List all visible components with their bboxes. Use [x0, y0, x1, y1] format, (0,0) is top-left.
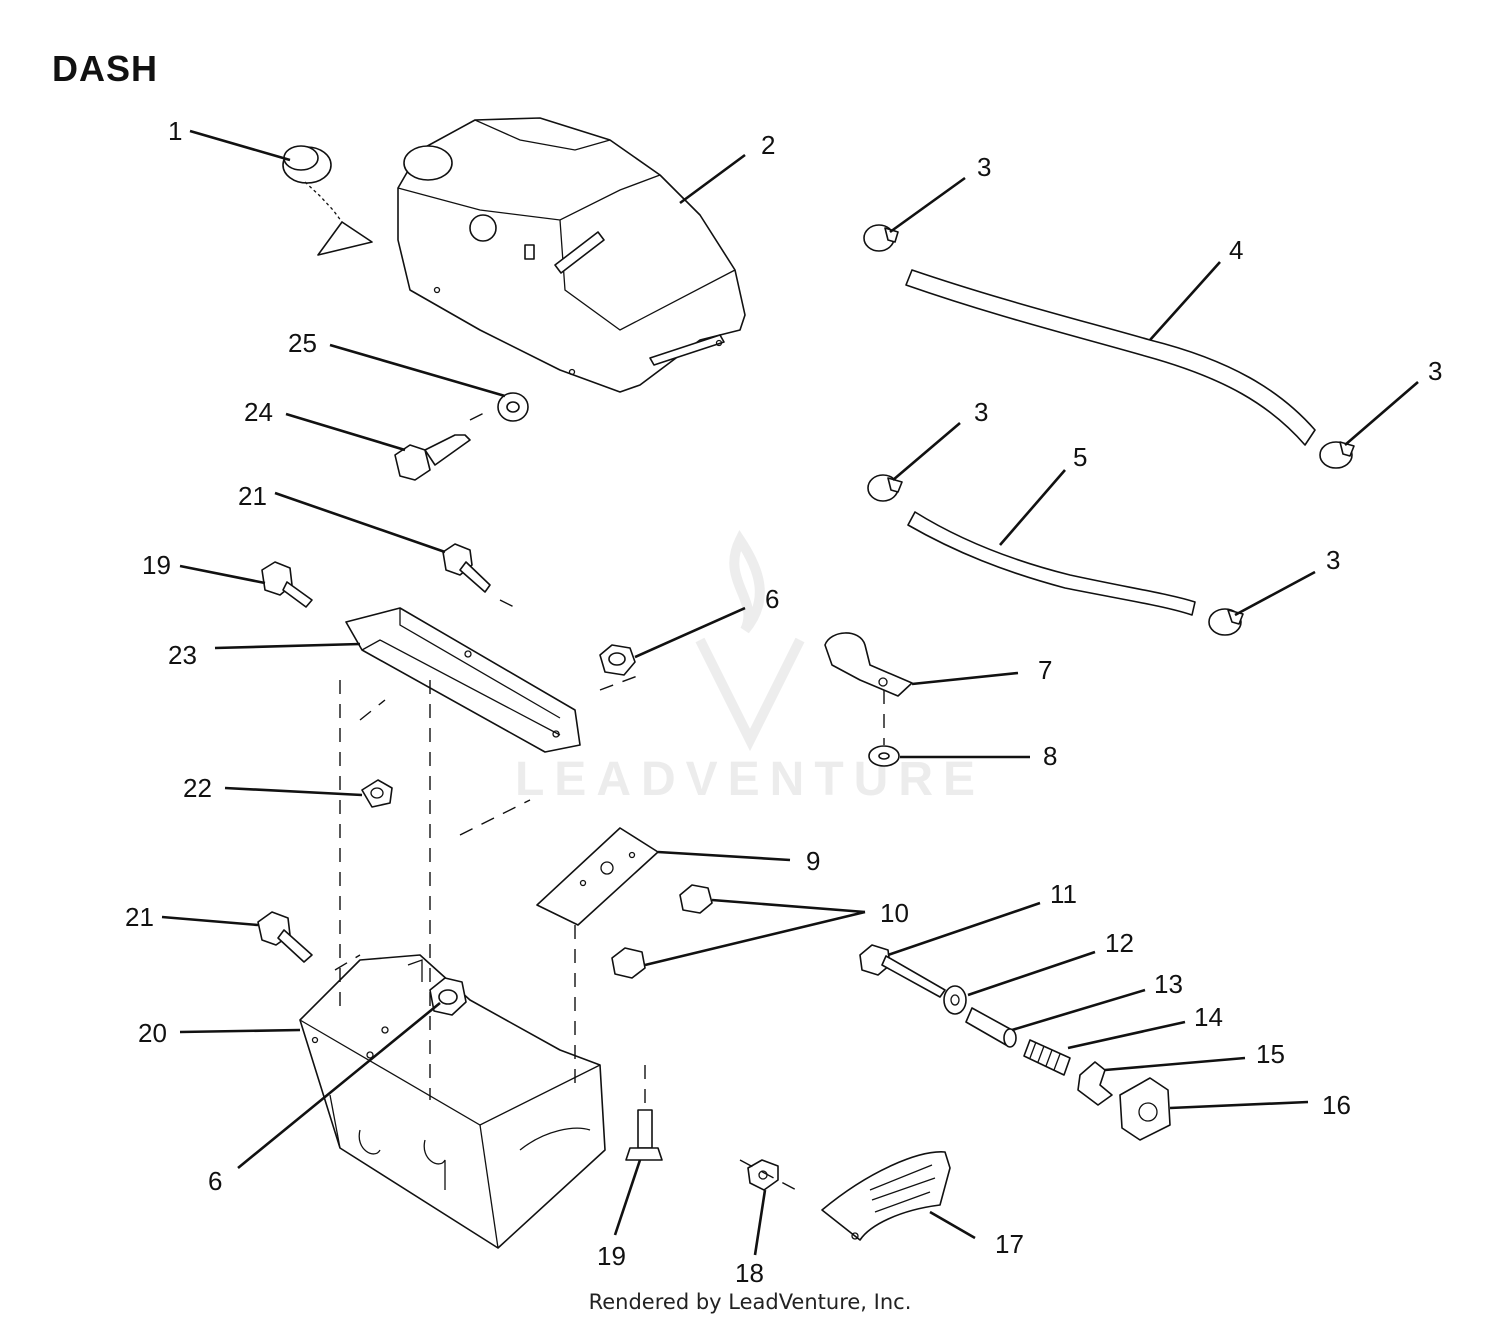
part-nut-18 — [747, 1159, 779, 1191]
callout-3b: 3 — [1428, 356, 1442, 386]
callout-1: 1 — [168, 116, 182, 146]
callout-20: 20 — [138, 1018, 167, 1048]
part-hose-clamp-a — [863, 224, 899, 252]
callout-19a: 19 — [142, 550, 171, 580]
watermark-logo-icon — [695, 530, 805, 752]
callout-21a: 21 — [238, 481, 267, 511]
assembly-guide-lines — [334, 409, 885, 1193]
part-speed-nut-10b — [611, 947, 646, 979]
callout-9: 9 — [806, 846, 820, 876]
part-spacer-13 — [965, 1007, 1017, 1048]
callout-7: 7 — [1038, 655, 1052, 685]
part-grommet-22 — [361, 779, 393, 808]
callout-labels: 1 2 3 3 3 3 4 5 6 6 7 8 9 10 11 12 13 14… — [125, 116, 1442, 1288]
callout-24: 24 — [244, 397, 273, 427]
part-nut-6-lower — [429, 977, 467, 1016]
callout-13: 13 — [1154, 969, 1183, 999]
callout-2: 2 — [761, 130, 775, 160]
part-clip-7 — [824, 632, 913, 697]
part-clip-15 — [1077, 1061, 1113, 1106]
callout-10: 10 — [880, 898, 909, 928]
callout-3a: 3 — [977, 152, 991, 182]
part-bolt-21-lower — [257, 911, 313, 963]
callout-25: 25 — [288, 328, 317, 358]
part-washer-25 — [497, 392, 529, 422]
part-stud-19-lower — [625, 1109, 663, 1161]
part-fuel-hose-short — [907, 511, 1196, 616]
callout-4: 4 — [1229, 235, 1243, 265]
callout-22: 22 — [183, 773, 212, 803]
part-nut-6-upper — [599, 644, 636, 676]
callout-12: 12 — [1105, 928, 1134, 958]
part-speed-nut-10a — [679, 884, 713, 914]
part-block-16 — [1119, 1077, 1171, 1141]
part-plate-9 — [536, 827, 659, 926]
part-fuel-hose-long — [905, 269, 1316, 446]
callout-23: 23 — [168, 640, 197, 670]
callout-6a: 6 — [765, 584, 779, 614]
part-hose-clamp-b — [1319, 441, 1355, 469]
callout-17: 17 — [995, 1229, 1024, 1259]
callout-6b: 6 — [208, 1166, 222, 1196]
callout-3c: 3 — [974, 397, 988, 427]
part-dash-housing — [397, 117, 746, 393]
part-bracket-23 — [345, 607, 581, 753]
callout-5: 5 — [1073, 442, 1087, 472]
page-title: DASH — [52, 48, 159, 89]
render-credit: Rendered by LeadVenture, Inc. — [588, 1290, 912, 1314]
callout-8: 8 — [1043, 741, 1057, 771]
part-bolt-11 — [859, 944, 946, 998]
part-fuel-cap — [282, 145, 373, 256]
part-washer-8 — [868, 745, 900, 767]
part-washer-12 — [943, 985, 967, 1015]
part-gauge-plate-17 — [821, 1151, 951, 1241]
leader-lines — [161, 129, 1419, 1256]
watermark-text: LEADVENTURE — [514, 753, 986, 806]
part-bolt-19-upper — [261, 561, 313, 608]
callout-11: 11 — [1050, 879, 1077, 909]
part-bolt-21-upper — [442, 543, 491, 593]
callout-19b: 19 — [597, 1241, 626, 1271]
part-screw-24 — [394, 434, 471, 481]
callout-15: 15 — [1256, 1039, 1285, 1069]
part-console-20 — [299, 954, 606, 1249]
part-hose-clamp-c — [867, 474, 903, 502]
callout-16: 16 — [1322, 1090, 1351, 1120]
callout-3d: 3 — [1326, 545, 1340, 575]
callout-18: 18 — [735, 1258, 764, 1288]
callout-14: 14 — [1194, 1002, 1223, 1032]
callout-21b: 21 — [125, 902, 154, 932]
part-spring-14 — [1023, 1039, 1071, 1076]
